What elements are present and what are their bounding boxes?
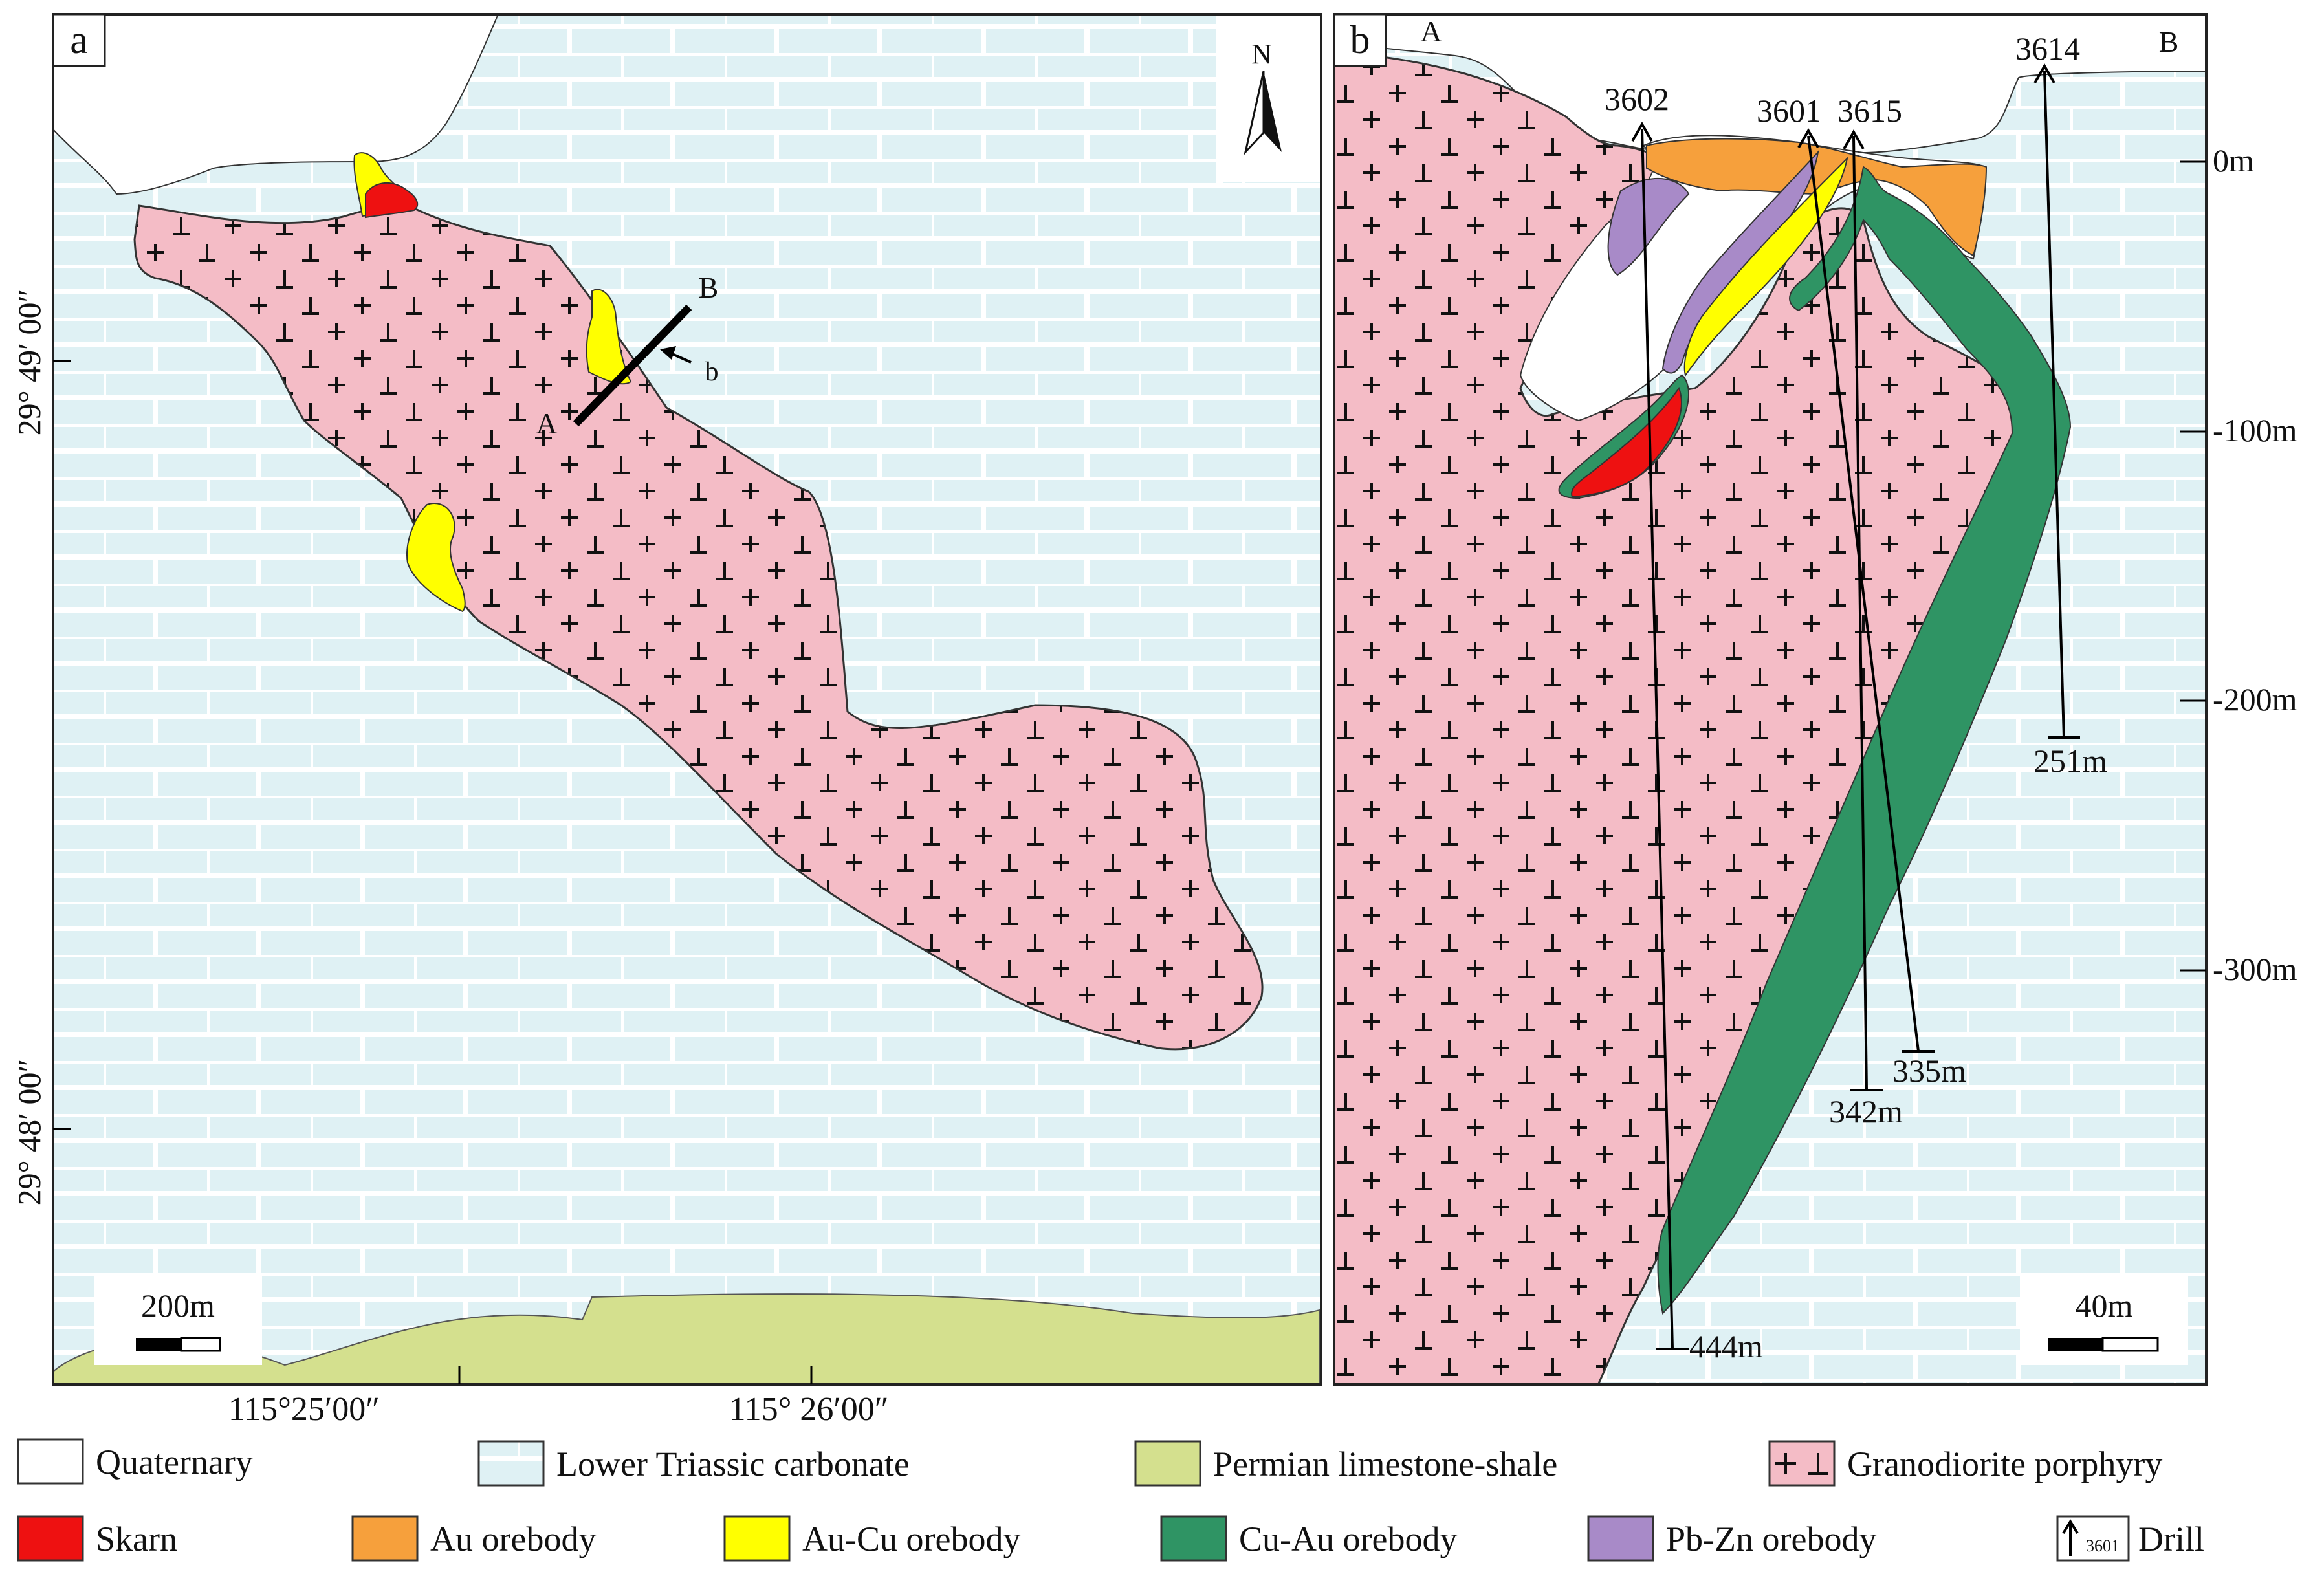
section-cu-au-orebody-lower [1558,374,1689,499]
panel-b-frame [1333,13,2208,1386]
panel-b-label: b [1350,18,1370,62]
scale-bar-a: 200m [94,1276,262,1365]
section-skarn [1571,386,1682,498]
svg-text:Permian limestone-shale: Permian limestone-shale [1213,1445,1557,1483]
legend: Quaternary Lower Triassic carbonate Perm… [17,1438,2204,1562]
section-cu-au-orebody-main [1657,166,2072,1315]
section-pb-zn-orebody-left [1607,177,1690,276]
legend-item-cu-au: Cu-Au orebody [1160,1515,1457,1562]
drill-label-3615: 3615 [1837,93,1902,129]
drill-label-3601: 3601 [1757,93,1821,129]
section-end-b: B [2159,25,2179,58]
section-ref-label: b [705,357,719,387]
au-cu-orebody-south [406,503,466,613]
panel-b [1334,14,2206,1384]
scale-bar-a-label: 200m [141,1287,215,1324]
drill-depth-3602: 444m [1689,1328,1763,1364]
svg-text:3601: 3601 [2086,1536,2120,1555]
panel-a-label: a [70,18,88,62]
svg-text:Pb-Zn orebody: Pb-Zn orebody [1666,1520,1876,1558]
section-au-cu-orebody [1683,156,1848,377]
drill-depth-3615: 342m [1829,1093,1903,1130]
longitude-label-right: 115° 26′00″ [729,1391,889,1428]
panel-a [53,14,1321,1384]
panel-a-frame [52,13,1322,1386]
drill-label-3614: 3614 [2015,30,2080,67]
longitude-label-left: 115°25′00″ [228,1391,380,1428]
legend-item-granodiorite: Granodiorite porphyry [1768,1440,2162,1487]
section-end-a-label: A [536,407,557,440]
au-cu-orebody-central [586,289,632,385]
svg-text:Quaternary: Quaternary [96,1443,253,1481]
section-end-a: A [1420,15,1442,48]
svg-text:Cu-Au orebody: Cu-Au orebody [1239,1520,1457,1558]
latitude-label-bottom: 29° 48′ 00″ [11,1059,47,1206]
depth-ticks [2180,160,2206,972]
section-line-a-b [573,304,692,427]
legend-item-permian: Permian limestone-shale [1134,1440,1557,1487]
legend-item-au-cu: Au-Cu orebody [723,1515,1020,1562]
scale-bar-b-label: 40m [2076,1287,2133,1324]
drill-label-3602: 3602 [1605,81,1669,117]
north-label: N [1251,38,1272,70]
latitude-label-top: 29° 49′ 00″ [11,289,47,436]
svg-text:Drill: Drill [2138,1520,2204,1558]
legend-item-au: Au orebody [351,1515,596,1562]
svg-text:Au orebody: Au orebody [430,1520,596,1558]
scale-bar-b: 40m [2020,1276,2188,1365]
section-end-b-label: B [699,271,719,304]
skarn-outcrop [365,182,419,219]
legend-item-skarn: Skarn [17,1515,177,1562]
drill-holes [1631,63,2080,1350]
depth-label-300: -300m [2213,951,2297,987]
depth-label-200: -200m [2213,681,2297,717]
svg-text:Lower Triassic carbonate: Lower Triassic carbonate [556,1445,910,1483]
legend-item-drill: 3601 Drill [2056,1515,2204,1562]
legend-item-pb-zn: Pb-Zn orebody [1587,1515,1876,1562]
drill-depth-3614: 251m [2034,743,2107,779]
legend-item-quaternary: Quaternary [17,1438,253,1485]
svg-text:Skarn: Skarn [96,1520,177,1558]
svg-text:Granodiorite porphyry: Granodiorite porphyry [1847,1445,2162,1483]
section-view-arrow [660,346,676,360]
section-au-orebody [1646,138,1988,257]
drill-icon [2062,1519,2079,1556]
depth-label-100: -100m [2213,412,2297,448]
svg-text:Au-Cu orebody: Au-Cu orebody [802,1520,1020,1558]
quaternary-area [53,14,499,195]
north-arrow-icon [1244,71,1282,156]
drill-depth-3601: 335m [1892,1053,1966,1089]
depth-label-0: 0m [2213,142,2254,179]
legend-item-carbonate: Lower Triassic carbonate [477,1440,910,1487]
